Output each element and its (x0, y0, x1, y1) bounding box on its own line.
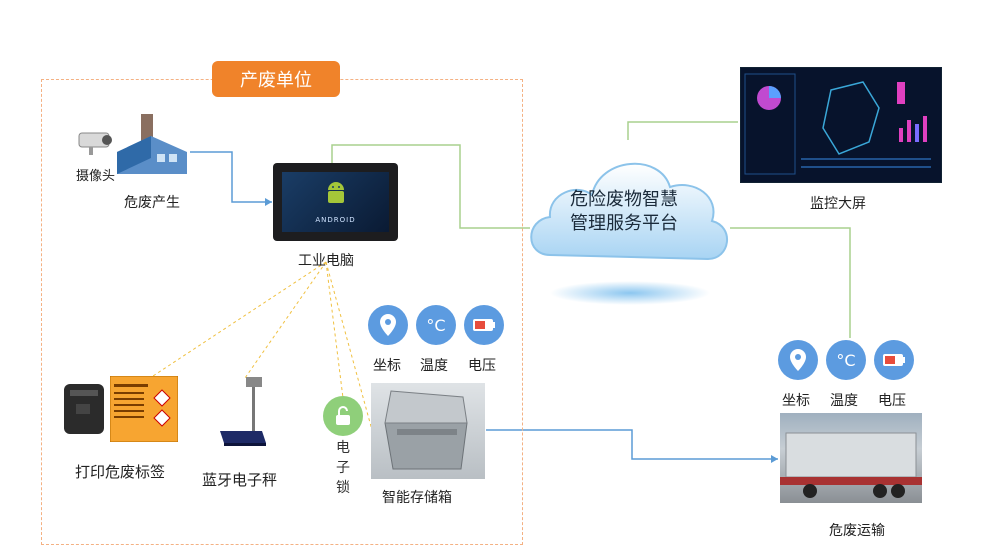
cloud-icon (530, 163, 729, 305)
waste-transport-label: 危废运输 (829, 523, 885, 539)
battery-icon (883, 354, 905, 366)
connector-storage-truck (486, 429, 778, 460)
temperature-icon: °C (426, 315, 446, 335)
coord-badge-storage (368, 305, 408, 345)
transport-truck-image (780, 413, 922, 503)
lock-label-2: 子 (336, 460, 350, 476)
location-pin-icon (790, 349, 806, 371)
temp-label-truck: 温度 (830, 393, 858, 409)
pc-screen: ANDROID (282, 172, 389, 232)
volt-badge-storage (464, 305, 504, 345)
lock-badge (323, 396, 363, 436)
temp-badge-storage: °C (416, 305, 456, 345)
storage-box-icon (384, 390, 468, 470)
temp-badge-truck: °C (826, 340, 866, 380)
location-pin-icon (380, 314, 396, 336)
temp-label-storage: 温度 (420, 358, 448, 374)
monitor-screen-label: 监控大屏 (810, 196, 866, 212)
coord-badge-truck (778, 340, 818, 380)
connector-cloud-truck (730, 227, 851, 338)
android-text: ANDROID (315, 216, 356, 224)
lock-label-1: 电 (336, 440, 350, 456)
smart-storage-box-image (371, 383, 485, 479)
scale-icon (220, 377, 266, 446)
volt-label-truck: 电压 (878, 393, 906, 409)
dashboard-thumbnail (744, 73, 931, 175)
cloud-title-line1: 危险废物智慧 (570, 189, 678, 210)
dash-pc-printer (149, 261, 327, 379)
unlock-icon (336, 406, 350, 425)
android-icon (328, 182, 344, 203)
production-unit-title: 产废单位 (212, 61, 340, 97)
industrial-pc-label: 工业电脑 (298, 253, 354, 269)
camera-label: 摄像头 (76, 169, 116, 184)
industrial-pc: ANDROID (273, 163, 398, 241)
temperature-icon: °C (836, 350, 856, 370)
connector-pc-cloud (331, 144, 530, 229)
printer-icon (64, 384, 104, 434)
coord-label-truck: 坐标 (782, 393, 810, 409)
bluetooth-scale-label: 蓝牙电子秤 (202, 471, 278, 489)
volt-badge-truck (874, 340, 914, 380)
battery-icon (473, 319, 495, 331)
factory-icon (117, 114, 187, 174)
dash-pc-lock (325, 261, 344, 399)
truck-icon (780, 432, 922, 498)
cloud-platform-title: 危险废物智慧 管理服务平台 (554, 188, 694, 236)
smart-storage-label: 智能存储箱 (382, 490, 452, 506)
waste-generation-label: 危废产生 (124, 195, 180, 211)
volt-label-storage: 电压 (468, 358, 496, 374)
monitoring-screen-image (740, 67, 942, 183)
arrow-head (265, 198, 272, 206)
arrow-head (771, 455, 778, 463)
lock-label-3: 锁 (336, 480, 350, 496)
print-label-caption: 打印危废标签 (75, 463, 166, 481)
cloud-title-line2: 管理服务平台 (570, 213, 678, 234)
hazard-label-sheet (110, 376, 178, 442)
connector-cloud-monitor (627, 121, 738, 140)
camera-icon (78, 132, 112, 155)
dash-pc-storage (325, 261, 373, 431)
coord-label-storage: 坐标 (373, 358, 401, 374)
connector-factory-pc (190, 151, 272, 203)
